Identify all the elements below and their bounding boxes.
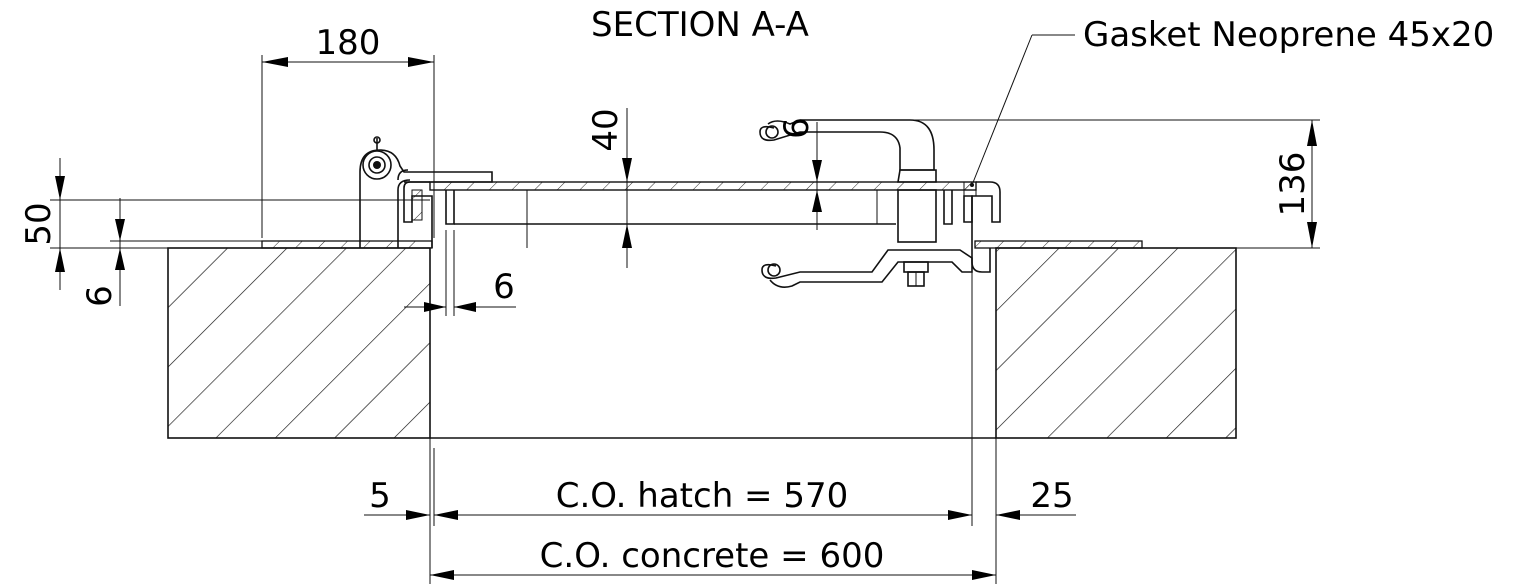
dim-frame-height — [50, 158, 430, 290]
dim-co-hatch-label: C.O. hatch = 570 — [556, 476, 849, 516]
dim-frame-gap — [404, 230, 516, 316]
dim-handle-gap — [812, 122, 822, 230]
dim-total-height — [910, 119, 1320, 249]
gasket-leader — [970, 34, 1075, 187]
flange-plate-left — [261, 240, 433, 249]
dim-co-hatch — [434, 510, 972, 520]
section-title: SECTION A-A — [591, 5, 809, 45]
dim-right-clearance — [996, 510, 1076, 520]
dim-flange-width — [261, 55, 435, 238]
dim-total-height-label: 136 — [1273, 152, 1313, 217]
concrete-right — [995, 247, 1237, 439]
dim-flange-width-label: 180 — [316, 23, 381, 63]
dim-left-clearance-label: 5 — [369, 476, 391, 516]
dim-plate-thickness — [110, 198, 262, 306]
gasket-label: Gasket Neoprene 45x20 — [1083, 15, 1494, 55]
frame-left — [397, 179, 433, 248]
dim-co-concrete — [430, 570, 996, 580]
dim-plate-thickness-label: 6 — [80, 285, 120, 307]
concrete-left — [167, 247, 431, 439]
frame-right — [963, 181, 1001, 273]
hinge — [359, 136, 493, 248]
dim-right-clearance-label: 25 — [1030, 476, 1073, 516]
dim-left-clearance — [364, 510, 430, 520]
dim-handle-gap-label: 6 — [777, 117, 817, 139]
bottom-extension-lines — [429, 270, 997, 584]
lock-handle-lower — [761, 249, 973, 288]
hatch-lid — [429, 181, 977, 248]
dim-handle-height-label: 40 — [586, 108, 626, 151]
dim-frame-gap-label: 6 — [493, 267, 515, 307]
flange-plate-right — [974, 240, 1143, 249]
dim-co-concrete-label: C.O. concrete = 600 — [540, 536, 885, 576]
dim-frame-height-label: 50 — [19, 202, 59, 245]
lock-handle-upper — [759, 119, 937, 243]
dim-handle-height — [622, 108, 632, 268]
